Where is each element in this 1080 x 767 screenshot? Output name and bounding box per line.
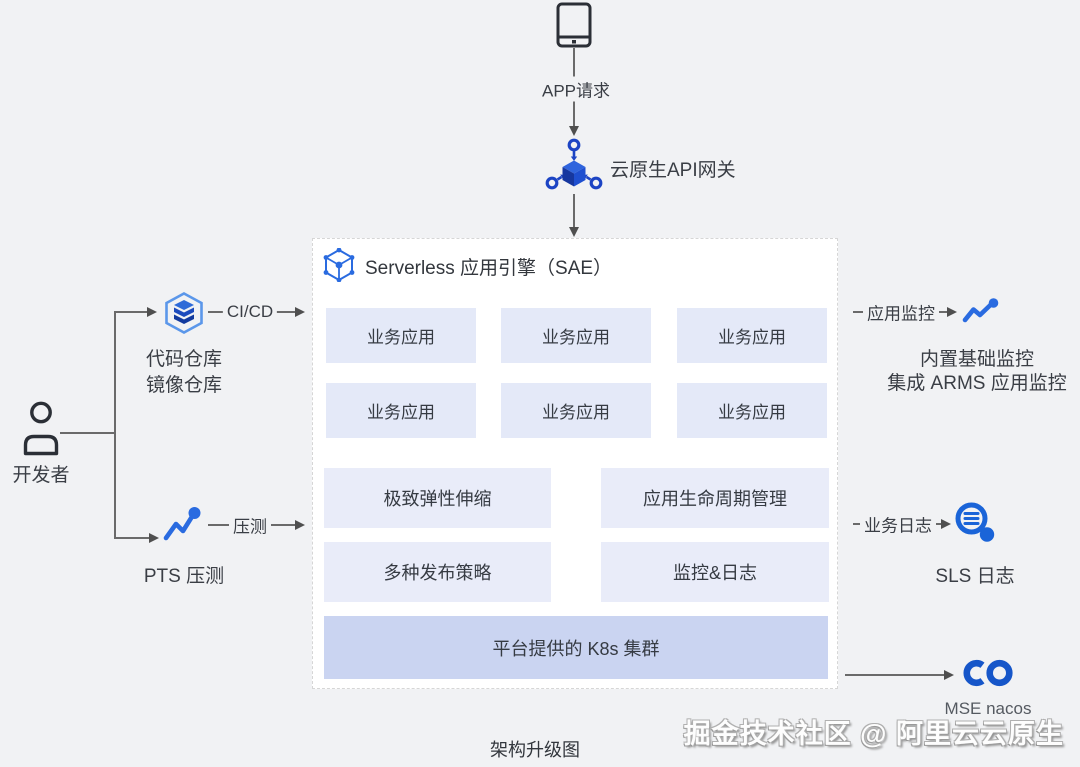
- arrowhead-right: [947, 306, 957, 317]
- gateway-label: 云原生API网关: [610, 160, 736, 181]
- arrowhead-right: [295, 519, 305, 530]
- app-monitor-label: 应用监控: [863, 299, 939, 325]
- repo-label: 代码仓库 镜像仓库: [146, 347, 222, 399]
- arrowhead-right: [941, 518, 951, 529]
- business-app-box: 业务应用: [501, 308, 651, 363]
- cicd-label: CI/CD: [222, 302, 278, 322]
- sae-panel-title: Serverless 应用引擎（SAE）: [365, 258, 613, 279]
- business-app-box: 业务应用: [326, 383, 476, 438]
- monitor-caption: 内置基础监控 集成 ARMS 应用监控: [887, 348, 1066, 396]
- repo-label-line1: 代码仓库: [145, 349, 223, 370]
- app-request-label: APP请求: [537, 76, 615, 102]
- business-app-box: 业务应用: [326, 308, 476, 363]
- arrowhead-down: [568, 227, 579, 237]
- sls-label: SLS 日志: [935, 566, 1015, 587]
- arrowhead-right: [147, 306, 157, 317]
- app-monitor-icon: [962, 298, 1000, 331]
- mse-line: [845, 674, 945, 676]
- monitor-caption-line2: 集成 ARMS 应用监控: [887, 373, 1067, 394]
- arrowhead-right: [944, 669, 954, 680]
- feature-box-monitor-log: 监控&日志: [601, 542, 829, 602]
- sae-panel: Serverless 应用引擎（SAE） 业务应用 业务应用 业务应用 业务应用…: [312, 238, 838, 689]
- pts-label: PTS 压测: [143, 566, 225, 587]
- business-app-box: 业务应用: [501, 383, 651, 438]
- sae-engine-icon: [323, 247, 355, 287]
- loadtest-label: 压测: [229, 512, 271, 538]
- sls-log-icon: [952, 500, 996, 549]
- business-app-box: 业务应用: [677, 383, 827, 438]
- arrowhead-right: [295, 306, 305, 317]
- developer-label: 开发者: [12, 465, 70, 486]
- watermark: 掘金技术社区 @ 阿里云云原生: [683, 719, 1064, 749]
- biz-log-label: 业务日志: [860, 511, 936, 537]
- gateway-to-sae-line: [573, 194, 575, 228]
- feature-box-release-strategies: 多种发布策略: [324, 542, 551, 602]
- mse-nacos-icon: [962, 656, 1014, 695]
- arrowhead-right: [149, 532, 159, 543]
- code-repo-icon: [163, 292, 205, 339]
- to-pts-line: [114, 537, 150, 539]
- feature-box-lifecycle-management: 应用生命周期管理: [601, 468, 829, 528]
- smartphone-icon: [556, 2, 592, 53]
- api-gateway-icon: [545, 138, 603, 199]
- developer-branch-line: [60, 432, 116, 434]
- pts-loadtest-icon: [163, 505, 203, 548]
- repo-label-line2: 镜像仓库: [145, 375, 223, 396]
- developer-icon: [22, 400, 60, 461]
- developer-branch-line: [114, 311, 116, 539]
- to-repo-line: [114, 311, 148, 313]
- business-app-box: 业务应用: [677, 308, 827, 363]
- feature-box-elastic-scaling: 极致弹性伸缩: [324, 468, 551, 528]
- mse-label: MSE nacos: [944, 699, 1032, 718]
- k8s-cluster-bar: 平台提供的 K8s 集群: [324, 616, 828, 679]
- arrowhead-down: [568, 126, 579, 136]
- diagram-caption: 架构升级图: [490, 740, 580, 760]
- monitor-caption-line1: 内置基础监控: [919, 349, 1035, 370]
